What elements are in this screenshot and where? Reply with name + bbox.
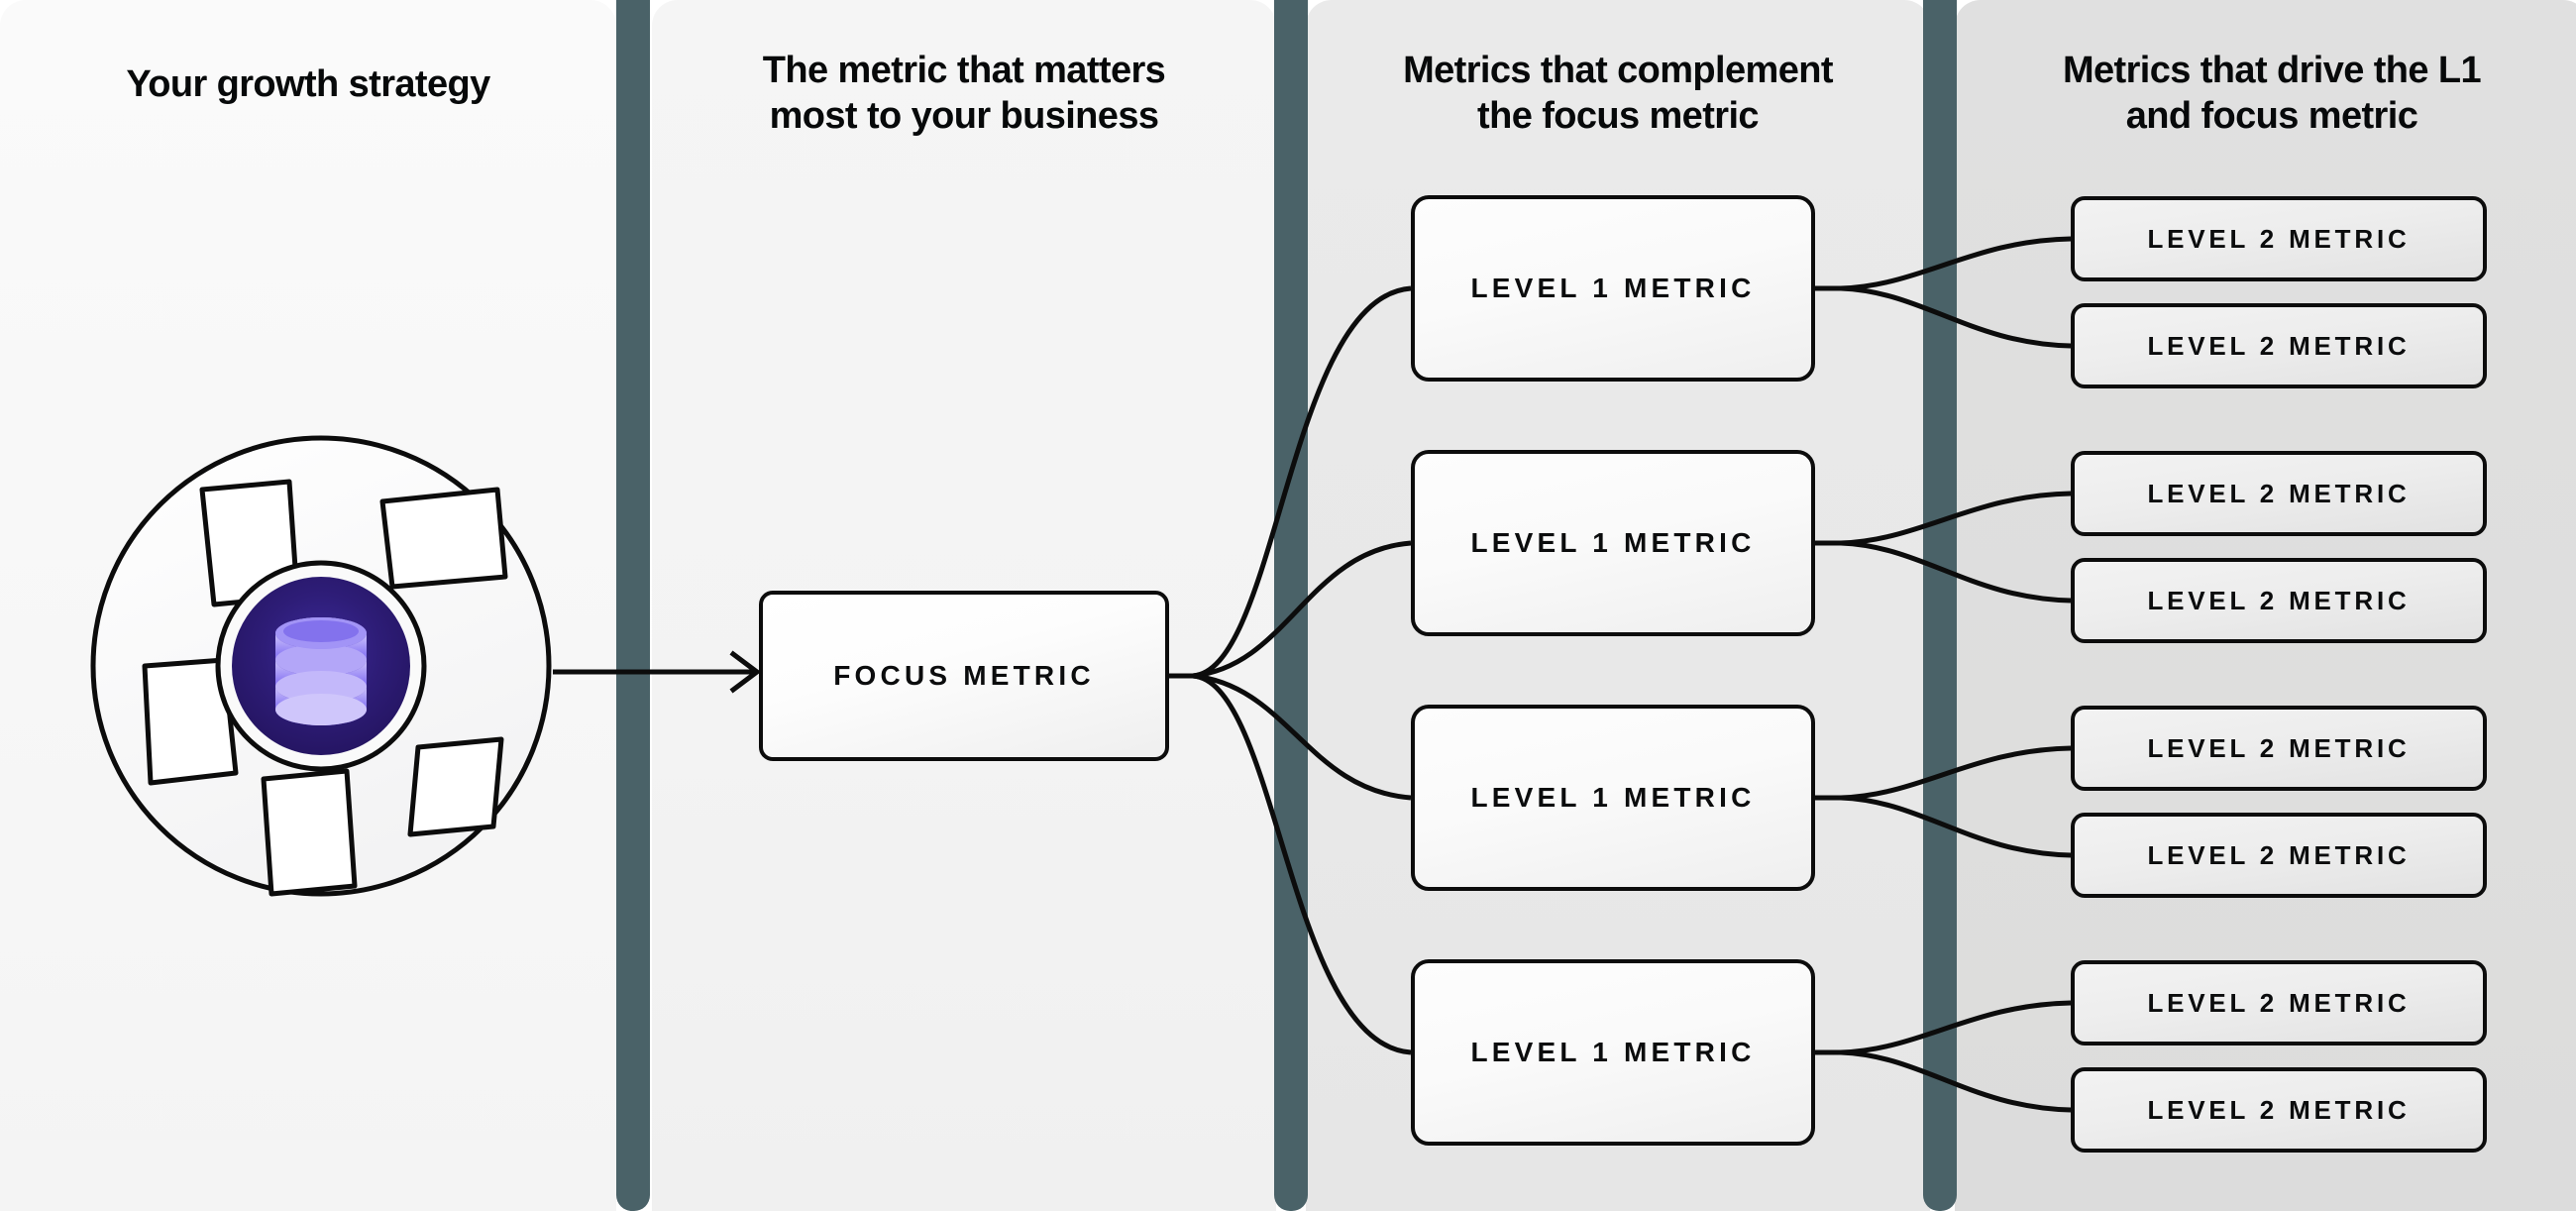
column-separator-3 <box>1923 0 1957 1211</box>
aperture-logo-svg <box>90 435 552 897</box>
level2-metric-node[interactable]: LEVEL 2 METRIC <box>2071 813 2487 898</box>
focus-metric-node[interactable]: FOCUS METRIC <box>759 591 1169 761</box>
level1-metric-node[interactable]: LEVEL 1 METRIC <box>1411 195 1815 382</box>
level1-metric-node[interactable]: LEVEL 1 METRIC <box>1411 959 1815 1146</box>
arrow-logo-to-focus <box>535 642 783 702</box>
column-heading-strategy: Your growth strategy <box>126 63 490 105</box>
aperture-database-logo <box>85 430 557 902</box>
level2-metric-node[interactable]: LEVEL 2 METRIC <box>2071 196 2487 281</box>
level2-metric-node[interactable]: LEVEL 2 METRIC <box>2071 960 2487 1046</box>
level2-metric-node[interactable]: LEVEL 2 METRIC <box>2071 706 2487 791</box>
column-separator-1 <box>616 0 650 1211</box>
level2-metric-node[interactable]: LEVEL 2 METRIC <box>2071 303 2487 388</box>
level2-metric-node[interactable]: LEVEL 2 METRIC <box>2071 1067 2487 1153</box>
column-separator-2 <box>1274 0 1308 1211</box>
level1-metric-node[interactable]: LEVEL 1 METRIC <box>1411 450 1815 636</box>
database-icon <box>275 617 367 725</box>
level1-metric-node[interactable]: LEVEL 1 METRIC <box>1411 705 1815 891</box>
level2-metric-node[interactable]: LEVEL 2 METRIC <box>2071 451 2487 536</box>
level2-metric-node[interactable]: LEVEL 2 METRIC <box>2071 558 2487 643</box>
